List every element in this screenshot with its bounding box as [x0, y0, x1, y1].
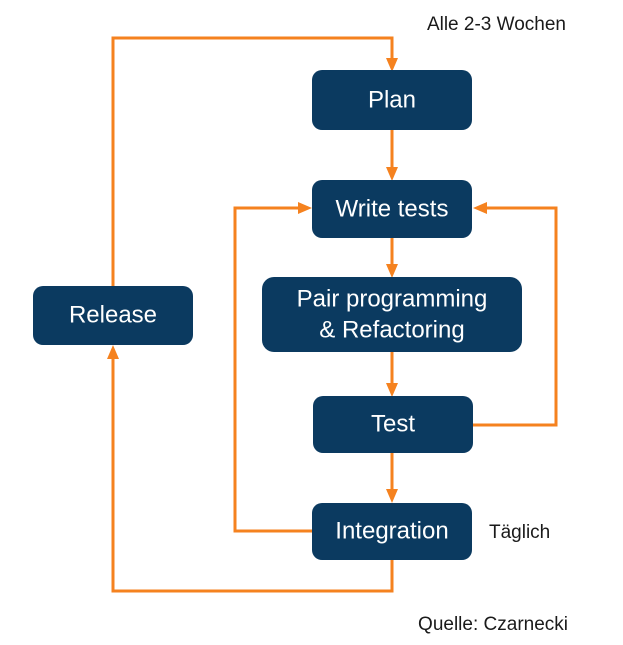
node-test-label: Test: [371, 410, 415, 437]
node-plan-label: Plan: [368, 86, 416, 113]
node-pair-programming-label-line2: & Refactoring: [319, 316, 464, 343]
annotation-source: Quelle: Czarnecki: [418, 614, 568, 635]
edge-test-to-write-tests: [473, 202, 558, 427]
node-write-tests[interactable]: Write tests: [312, 180, 472, 238]
node-test-shape[interactable]: [313, 396, 473, 453]
node-plan-shape[interactable]: [312, 70, 472, 130]
arrowhead-into-write-tests-top: [386, 167, 398, 181]
arrowhead-into-test: [386, 383, 398, 397]
arrowhead-into-integration: [386, 489, 398, 503]
edge-integration-to-release: [107, 345, 394, 593]
edge-integration-to-write-tests: [233, 202, 312, 533]
annotation-iteration-cadence: Alle 2-3 Wochen: [427, 14, 566, 35]
edge-release-to-plan: [111, 36, 398, 286]
node-integration-label: Integration: [335, 517, 448, 544]
edge-test-to-integration: [386, 453, 398, 503]
edge-plan-to-write-tests: [386, 130, 398, 181]
node-release-shape[interactable]: [33, 286, 193, 345]
node-pair-programming-label-line1: Pair programming: [297, 285, 488, 312]
annotation-daily-cadence: Täglich: [489, 522, 550, 543]
node-integration[interactable]: Integration: [312, 503, 472, 560]
node-test[interactable]: Test: [313, 396, 473, 453]
arrowhead-into-release: [107, 345, 119, 359]
node-pair-programming-shape[interactable]: [262, 277, 522, 352]
edge-pair-programming-to-test: [386, 352, 398, 397]
node-release-label: Release: [69, 301, 157, 328]
node-release[interactable]: Release: [33, 286, 193, 345]
arrowhead-into-write-tests-right: [473, 202, 487, 214]
arrowhead-into-write-tests-left: [298, 202, 312, 214]
arrowhead-into-pair-programming: [386, 264, 398, 278]
arrowhead-into-plan: [386, 58, 398, 72]
edge-write-tests-to-pair-programming: [386, 238, 398, 278]
node-integration-shape[interactable]: [312, 503, 472, 560]
node-write-tests-shape[interactable]: [312, 180, 472, 238]
node-pair-programming[interactable]: Pair programming & Refactoring: [262, 277, 522, 352]
node-write-tests-label: Write tests: [336, 195, 449, 222]
node-plan[interactable]: Plan: [312, 70, 472, 130]
